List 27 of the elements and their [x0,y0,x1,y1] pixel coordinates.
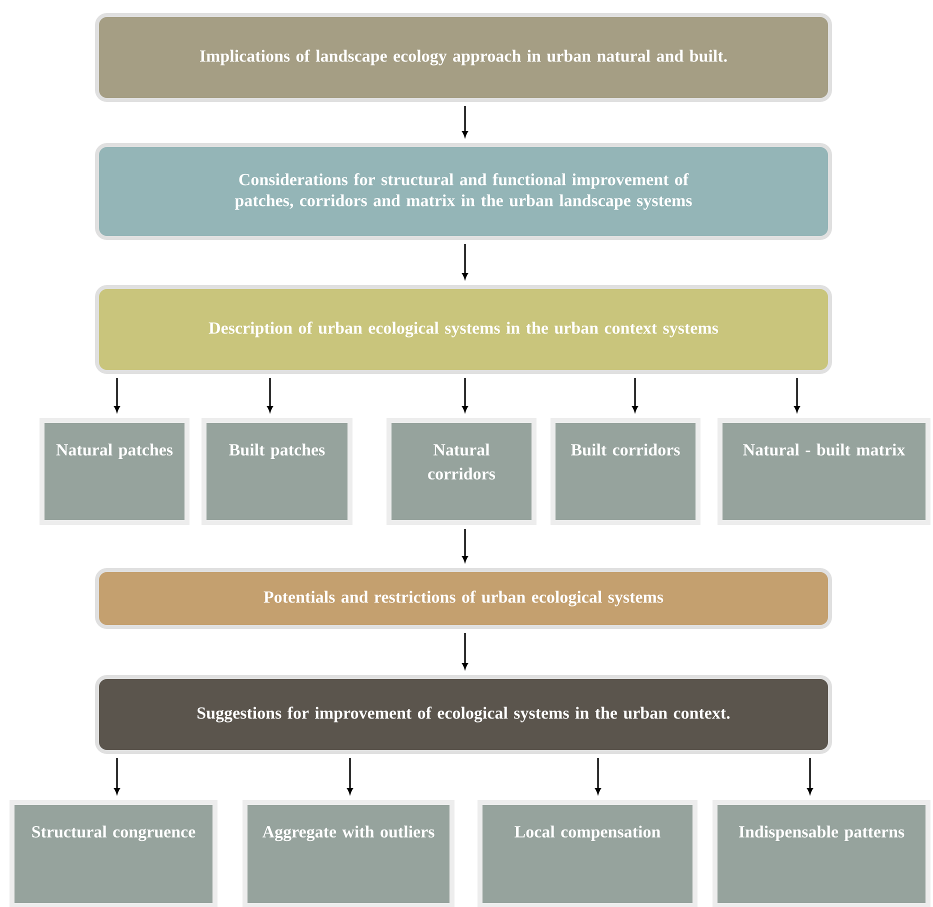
process-box: Description of urban ecological systems in the urban context systems [95,285,832,374]
category-box: Local compensation [478,800,698,907]
arrow [595,758,601,794]
arrow [794,378,800,412]
arrow [114,378,120,412]
arrow [462,529,468,562]
category-box: Structural congruence [10,800,218,907]
arrow [114,758,120,794]
category-box: Built corridors [550,418,701,525]
arrow [807,758,813,794]
category-box: Aggregate with outliers [242,800,454,907]
category-box: Natural patches [40,418,190,525]
category-box: Natural - built matrix [718,418,931,525]
arrow [462,106,468,137]
process-box: Implications of landscape ecology approach in urban natural and built. [95,12,832,102]
arrow [462,633,468,669]
arrow [462,378,468,412]
process-box: Potentials and restrictions of urban ecological systems [95,568,832,629]
arrow [347,758,353,794]
category-box: Indispensable patterns [712,800,931,907]
arrow [462,244,468,279]
process-box: Considerations for structural and functional improvement of patches, corridors and matrix in the urban landscape systems [95,142,832,240]
category-box: Built patches [202,418,352,525]
arrow [632,378,638,412]
process-box: Suggestions for improvement of ecological systems in the urban context. [95,675,832,754]
category-box: Natural corridors [386,418,536,525]
arrow [267,378,273,412]
